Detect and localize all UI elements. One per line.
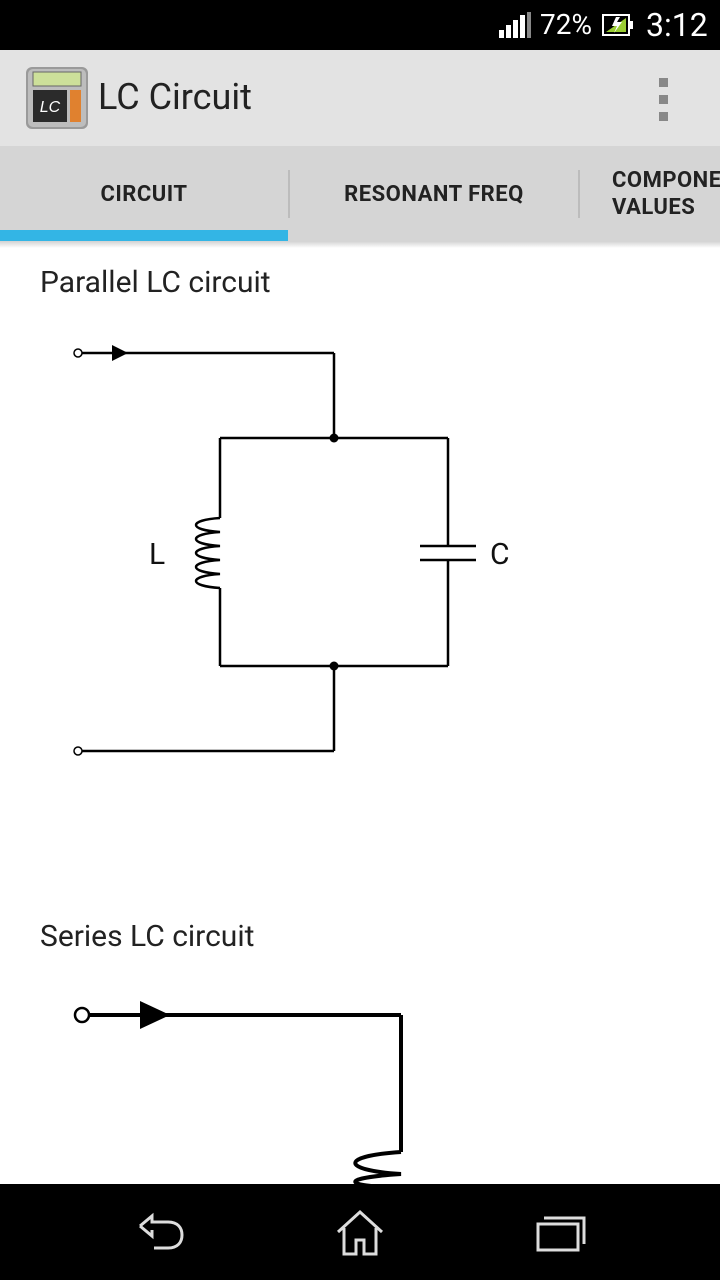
app-icon-text: LC [40, 99, 61, 116]
current-arrow [112, 345, 128, 361]
parallel-lc-diagram [73, 348, 476, 756]
input-terminal [73, 348, 83, 358]
inductor-coil [195, 516, 221, 590]
recent-apps-button-icon[interactable] [530, 1204, 590, 1260]
inductor-coil [353, 1150, 402, 1190]
navigation-bar [0, 1184, 720, 1280]
app-logo-icon[interactable]: LC [25, 66, 89, 130]
app-title: LC Circuit [98, 76, 252, 118]
battery-charging-icon [602, 14, 633, 36]
action-bar [0, 50, 720, 146]
series-lc-diagram [73, 1006, 403, 1190]
junction-node [329, 661, 339, 671]
junction-node [329, 433, 339, 443]
tab-bar: CIRCUIT RESONANT FREQ COMPONENTVALUES [0, 146, 720, 243]
back-button-icon[interactable] [130, 1204, 190, 1260]
tab-circuit[interactable]: CIRCUIT [100, 181, 188, 207]
inductor-label: L [149, 537, 166, 572]
tab-component-values-label: COMPONENTVALUES [612, 168, 720, 220]
tab-divider [288, 170, 290, 218]
tab-component-values[interactable]: COMPONENTVALUES [580, 146, 720, 242]
status-bar: 72% 3:12 [0, 0, 720, 50]
tab-resonant-freq[interactable]: RESONANT FREQ [344, 181, 524, 207]
input-terminal [73, 1006, 91, 1024]
parallel-heading: Parallel LC circuit [40, 265, 271, 300]
home-button-icon[interactable] [330, 1204, 390, 1260]
series-heading: Series LC circuit [40, 919, 255, 954]
signal-icon [499, 12, 531, 38]
output-terminal [73, 746, 83, 756]
tab-divider [578, 170, 580, 218]
clock: 3:12 [646, 6, 708, 44]
capacitor-label: C [490, 537, 510, 572]
battery-percent: 72% [540, 8, 592, 41]
tab-shadow [0, 242, 720, 248]
current-arrow [140, 1001, 170, 1029]
selected-tab-indicator [0, 230, 288, 241]
overflow-menu-icon[interactable] [656, 78, 670, 122]
